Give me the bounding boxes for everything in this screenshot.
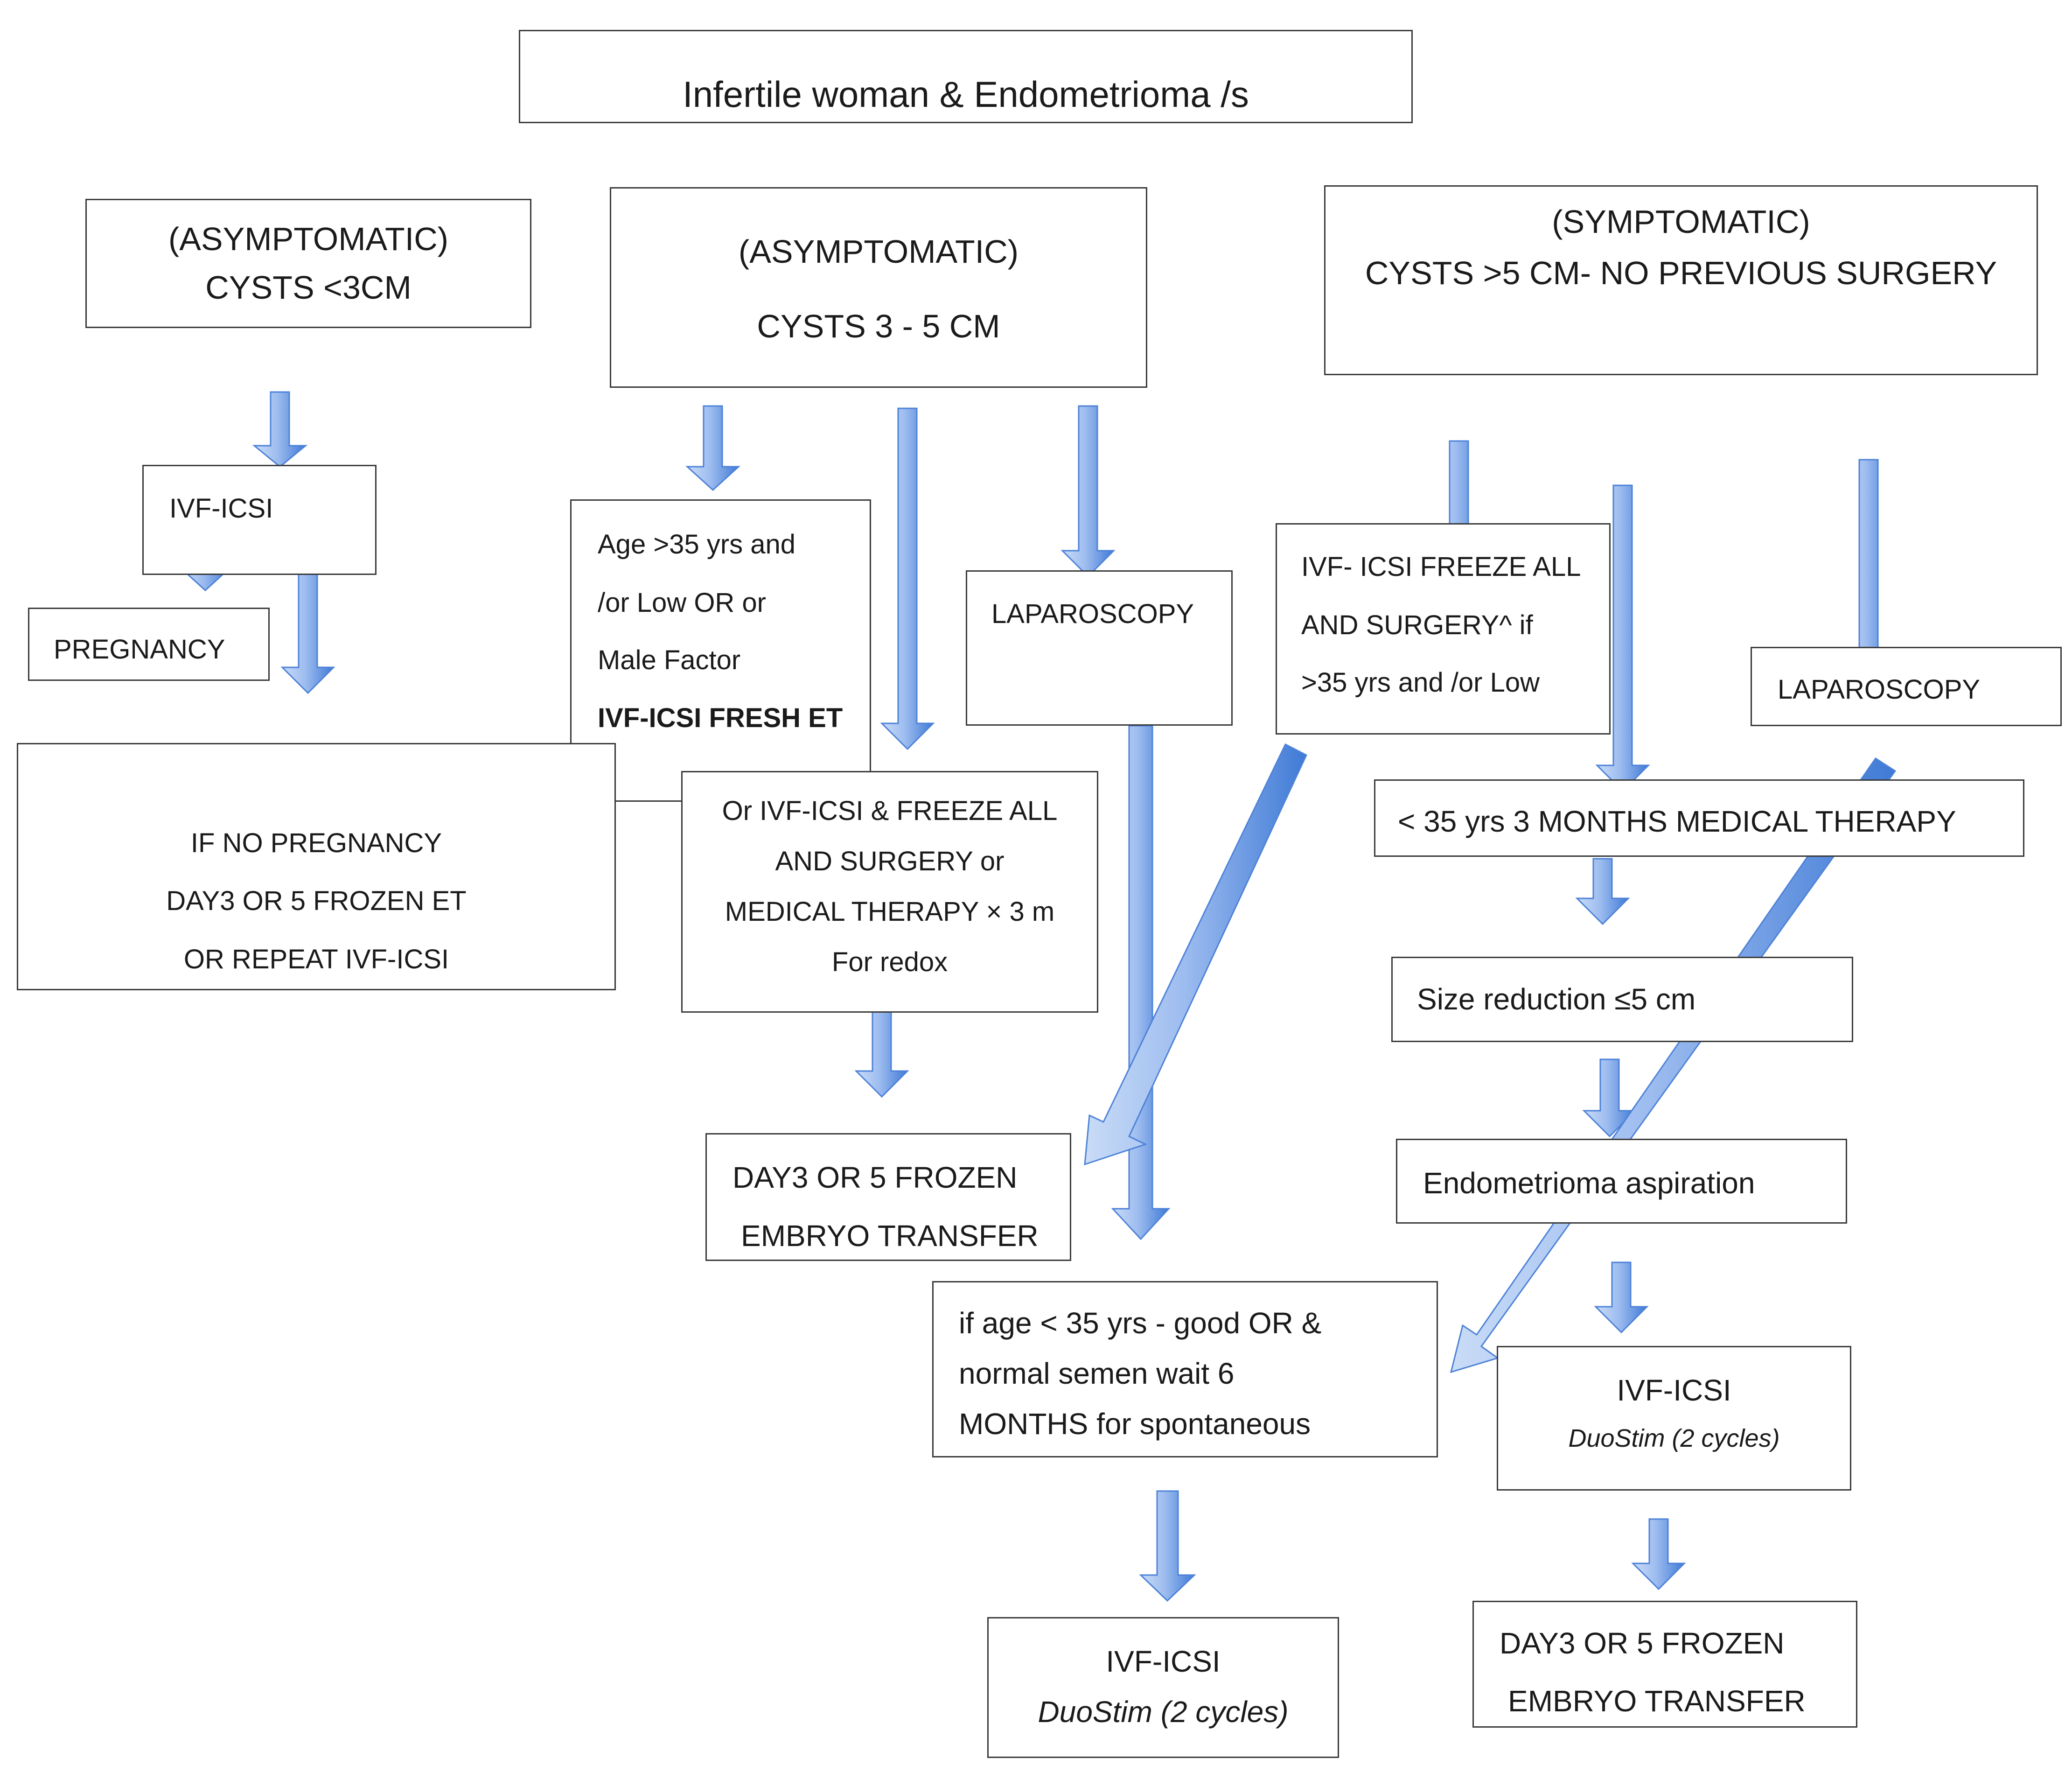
arrow-sym-to-medical <box>1595 484 1650 792</box>
freeze-mid-line1: Or IVF-ICSI & FREEZE ALL <box>722 796 1058 826</box>
size-reduction-label: Size reduction ≤5 cm <box>1417 982 1696 1016</box>
asymptomatic-mid-cysts-box: (ASYMPTOMATIC) CYSTS 3 - 5 CM <box>610 187 1147 388</box>
title-box: Infertile woman & Endometrioma /s <box>519 30 1413 123</box>
arrow-ivf-to-frozen-right <box>1631 1518 1686 1590</box>
asym-small-line2: CYSTS <3CM <box>205 269 412 306</box>
ivf-duostim-bottom-box: IVF-ICSI DuoStim (2 cycles) <box>987 1617 1339 1758</box>
wait-line3: MONTHS for spontaneous <box>959 1407 1311 1441</box>
arrow-freeze-right-to-frozen-mid <box>1084 743 1307 1166</box>
frozen-right-line2: EMBRYO TRANSFER <box>1508 1684 1806 1718</box>
ivf-duostim-right-line1: IVF-ICSI <box>1617 1373 1731 1407</box>
arrow-aspiration-to-ivf <box>1594 1261 1649 1334</box>
no-pregnancy-line1: IF NO PREGNANCY <box>190 828 442 858</box>
freeze-all-right-box: IVF- ICSI FREEZE ALL AND SURGERY^ if >35… <box>1276 523 1611 735</box>
ivf-duostim-bottom-line2: DuoStim (2 cycles) <box>1038 1695 1289 1729</box>
no-pregnancy-line3: OR REPEAT IVF-ICSI <box>183 944 449 974</box>
frozen-transfer-right-box: DAY3 OR 5 FROZEN EMBRYO TRANSFER <box>1472 1601 1857 1728</box>
no-pregnancy-box: IF NO PREGNANCY DAY3 OR 5 FROZEN ET OR R… <box>17 743 616 990</box>
laparoscopy-right-label: LAPAROSCOPY <box>1778 674 1981 705</box>
freeze-mid-line4: For redox <box>831 947 948 977</box>
ivf-duostim-right-box: IVF-ICSI DuoStim (2 cycles) <box>1497 1346 1851 1491</box>
arrow-mid-to-freeze <box>880 407 935 750</box>
ivf-icsi-left-label: IVF-ICSI <box>169 493 273 524</box>
freeze-mid-line2: AND SURGERY or <box>775 846 1005 876</box>
freeze-mid-line3: MEDICAL THERAPY × 3 m <box>725 897 1055 927</box>
no-pregnancy-line2: DAY3 OR 5 FROZEN ET <box>166 886 467 916</box>
sym-large-line2: CYSTS >5 CM- NO PREVIOUS SURGERY <box>1365 255 1997 291</box>
sym-large-line1: (SYMPTOMATIC) <box>1552 203 1810 240</box>
aspiration-label: Endometrioma aspiration <box>1423 1166 1755 1200</box>
arrow-wait-to-ivf-bottom <box>1139 1490 1196 1602</box>
asym-mid-line1: (ASYMPTOMATIC) <box>738 233 1019 270</box>
age-line4: IVF-ICSI FRESH ET <box>598 703 843 733</box>
age-over-35-box: Age >35 yrs and /or Low OR or Male Facto… <box>570 499 871 802</box>
freeze-right-line1: IVF- ICSI FREEZE ALL <box>1301 552 1581 582</box>
diagram-title: Infertile woman & Endometrioma /s <box>683 74 1249 115</box>
medical-therapy-box: < 35 yrs 3 MONTHS MEDICAL THERAPY <box>1374 779 2024 857</box>
arrow-laparoscopy-to-wait <box>1111 725 1171 1240</box>
age-line3: Male Factor <box>598 645 741 675</box>
asym-mid-line2: CYSTS 3 - 5 CM <box>757 308 1000 344</box>
wait-line1: if age < 35 yrs - good OR & <box>959 1306 1322 1340</box>
freeze-all-mid-box: Or IVF-ICSI & FREEZE ALL AND SURGERY or … <box>681 771 1098 1013</box>
arrow-mid-to-age <box>685 405 740 491</box>
size-reduction-box: Size reduction ≤5 cm <box>1391 957 1853 1042</box>
frozen-transfer-mid-box: DAY3 OR 5 FROZEN EMBRYO TRANSFER <box>705 1133 1071 1261</box>
laparoscopy-right-box: LAPAROSCOPY <box>1751 647 2062 726</box>
laparoscopy-mid-label: LAPAROSCOPY <box>991 599 1194 629</box>
arrow-mid-to-laparoscopy <box>1060 405 1116 578</box>
age-line1: Age >35 yrs and <box>598 529 796 560</box>
asym-small-line1: (ASYMPTOMATIC) <box>168 221 449 257</box>
frozen-right-line1: DAY3 OR 5 FROZEN <box>1500 1626 1785 1660</box>
frozen-mid-line2: EMBRYO TRANSFER <box>741 1219 1039 1253</box>
wait-line2: normal semen wait 6 <box>959 1357 1235 1390</box>
asymptomatic-small-cysts-box: (ASYMPTOMATIC) CYSTS <3CM <box>85 199 531 328</box>
ivf-icsi-left-box: IVF-ICSI <box>142 465 377 575</box>
freeze-right-line3: >35 yrs and /or Low <box>1301 667 1540 698</box>
medical-therapy-label: < 35 yrs 3 MONTHS MEDICAL THERAPY <box>1398 805 1956 838</box>
age-line2: /or Low OR or <box>598 588 766 618</box>
symptomatic-large-cysts-box: (SYMPTOMATIC) CYSTS >5 CM- NO PREVIOUS S… <box>1324 185 2038 375</box>
pregnancy-box: PREGNANCY <box>28 608 270 681</box>
freeze-right-line2: AND SURGERY^ if <box>1301 610 1533 640</box>
frozen-mid-line1: DAY3 OR 5 FROZEN <box>733 1161 1018 1194</box>
pregnancy-label: PREGNANCY <box>54 634 225 665</box>
ivf-duostim-bottom-line1: IVF-ICSI <box>1106 1645 1221 1678</box>
arrow-sym-to-laparoscopy-right <box>1841 459 1896 673</box>
wait-spontaneous-box: if age < 35 yrs - good OR & normal semen… <box>932 1281 1438 1457</box>
laparoscopy-mid-box: LAPAROSCOPY <box>966 570 1233 726</box>
arrow-asym-to-ivf <box>252 391 308 468</box>
aspiration-box: Endometrioma aspiration <box>1396 1139 1847 1224</box>
ivf-duostim-right-line2: DuoStim (2 cycles) <box>1568 1424 1780 1452</box>
arrow-medical-to-size <box>1575 858 1630 925</box>
